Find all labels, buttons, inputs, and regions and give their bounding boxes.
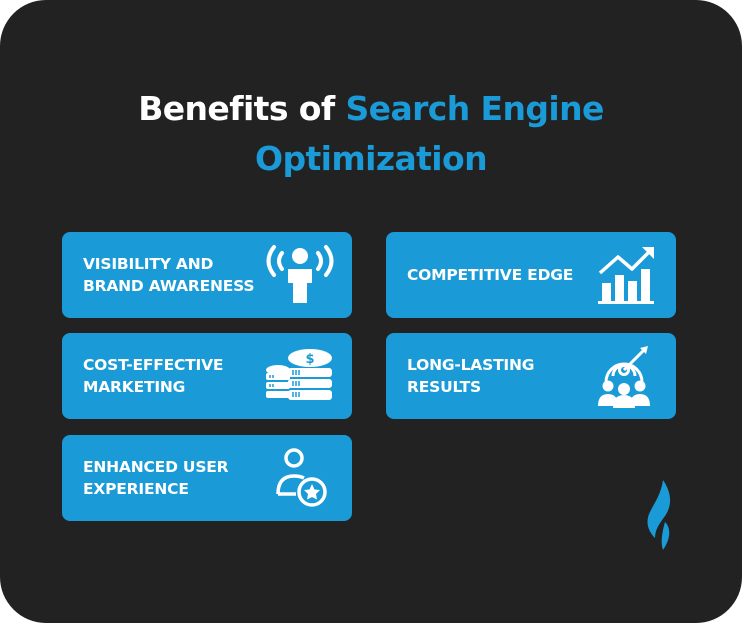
benefit-label-line1: COST-EFFECTIVE xyxy=(83,356,224,374)
benefit-card-competitive-edge: COMPETITIVE EDGE xyxy=(386,232,676,318)
benefit-label-line1: LONG-LASTING xyxy=(407,356,535,374)
benefit-label: ENHANCED USER EXPERIENCE xyxy=(83,456,273,500)
benefit-card-cost-effective: COST-EFFECTIVE MARKETING $ xyxy=(62,333,352,419)
user-star-icon xyxy=(264,446,336,510)
benefit-label-line2: EXPERIENCE xyxy=(83,480,189,498)
benefit-label-line1: ENHANCED USER xyxy=(83,458,229,476)
benefit-label-line1: COMPETITIVE EDGE xyxy=(407,266,574,284)
benefit-card-user-experience: ENHANCED USER EXPERIENCE xyxy=(62,435,352,521)
coin-stacks-icon: $ xyxy=(264,344,336,408)
target-audience-icon xyxy=(588,344,660,408)
page-title: Benefits of Search Engine Optimization xyxy=(0,84,742,184)
benefit-label-line2: MARKETING xyxy=(83,378,186,396)
benefit-label: COMPETITIVE EDGE xyxy=(407,264,597,286)
benefit-label: COST-EFFECTIVE MARKETING xyxy=(83,354,273,398)
svg-text:$: $ xyxy=(305,352,314,367)
flame-logo-icon xyxy=(645,480,679,552)
benefit-label: VISIBILITY AND BRAND AWARENESS xyxy=(83,253,273,297)
benefit-label-line1: VISIBILITY AND xyxy=(83,255,214,273)
title-accent-line1: Search Engine xyxy=(345,89,605,128)
growth-chart-icon xyxy=(588,243,660,307)
title-accent-line2: Optimization xyxy=(255,139,488,178)
benefit-label-line2: BRAND AWARENESS xyxy=(83,277,255,295)
broadcast-person-icon xyxy=(264,243,336,307)
title-white: Benefits of xyxy=(138,89,346,128)
benefit-label: LONG-LASTING RESULTS xyxy=(407,354,597,398)
benefit-label-line2: RESULTS xyxy=(407,378,481,396)
benefit-card-long-lasting: LONG-LASTING RESULTS xyxy=(386,333,676,419)
benefit-card-visibility: VISIBILITY AND BRAND AWARENESS xyxy=(62,232,352,318)
